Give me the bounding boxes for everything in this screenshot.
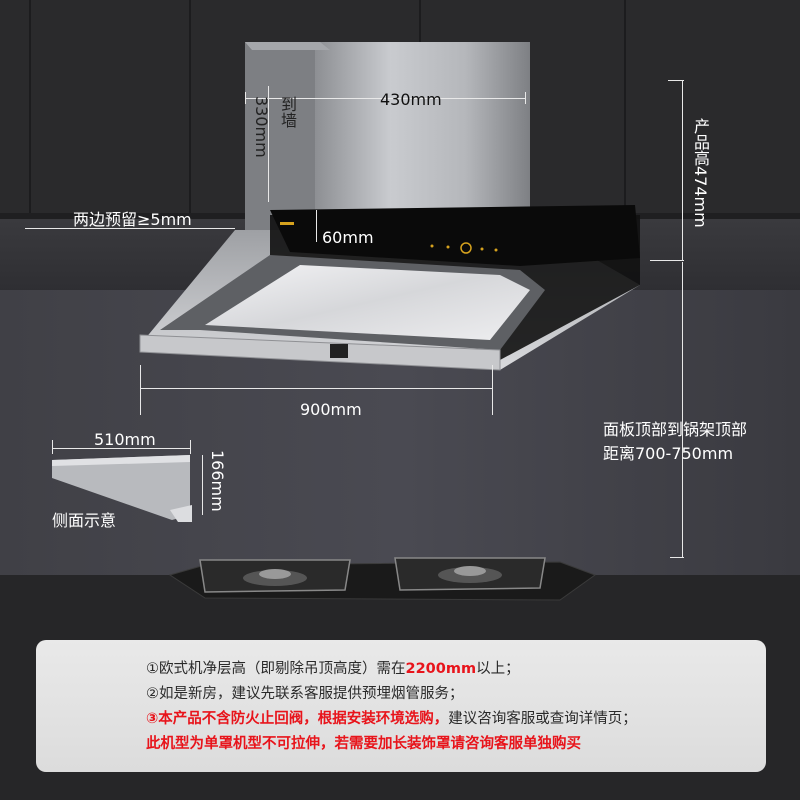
to-wall-text: 到墙 — [278, 96, 297, 128]
panel-depth-line — [316, 210, 317, 242]
panel-to-stove-line2: 距离700-750mm — [603, 444, 734, 463]
panel-to-stove-line1: 面板顶部到锅架顶部 — [603, 420, 748, 439]
chimney-width-line — [245, 98, 525, 99]
side-width-label: 510mm — [94, 430, 156, 449]
note-3-highlight: ③本产品不含防火止回阀，根据安装环境选购， — [146, 711, 449, 727]
tick — [140, 365, 141, 415]
panel-to-stove-line — [682, 262, 683, 557]
note-1: ①欧式机净层高（即剔除吊顶高度）需在2200mm以上； — [146, 657, 520, 678]
note-3-suffix: 建议咨询客服或查询详情页； — [448, 711, 637, 727]
total-width-label: 900mm — [300, 400, 362, 419]
tick — [492, 365, 493, 415]
product-height-label: 产品高474mm — [691, 118, 710, 228]
to-wall-line — [268, 86, 269, 202]
tick — [245, 92, 246, 104]
tick — [525, 92, 526, 104]
to-wall-label: 到墙 — [275, 96, 299, 128]
to-wall-value: 330mm — [252, 96, 271, 158]
side-clearance-line — [25, 228, 235, 229]
chimney-width-label: 430mm — [380, 90, 442, 109]
tick — [650, 260, 684, 261]
side-clearance-label: 两边预留≥5mm — [73, 210, 192, 229]
product-height-line — [682, 80, 683, 260]
note-1-suffix: 以上； — [476, 661, 520, 677]
tick — [190, 440, 191, 454]
note-3: ③本产品不含防火止回阀，根据安装环境选购，建议咨询客服或查询详情页； — [146, 707, 637, 728]
note-4: 此机型为单罩机型不可拉伸，若需要加长装饰罩请咨询客服单独购买 — [146, 736, 581, 752]
note-1-highlight: 2200mm — [405, 661, 477, 677]
tick — [52, 440, 53, 454]
side-caption: 侧面示意 — [52, 511, 117, 530]
side-height-label: 166mm — [208, 450, 227, 512]
tick — [668, 80, 684, 81]
side-width-line — [52, 448, 190, 449]
tick — [670, 557, 684, 558]
panel-depth-label: 60mm — [322, 228, 374, 247]
total-width-line — [140, 388, 492, 389]
note-2: ②如是新房，建议先联系客服提供预埋烟管服务； — [146, 686, 464, 702]
note-1-prefix: ①欧式机净层高（即剔除吊顶高度）需在 — [146, 661, 406, 677]
side-height-line — [202, 455, 203, 515]
notes-panel: ①欧式机净层高（即剔除吊顶高度）需在2200mm以上； ②如是新房，建议先联系客… — [36, 640, 766, 772]
